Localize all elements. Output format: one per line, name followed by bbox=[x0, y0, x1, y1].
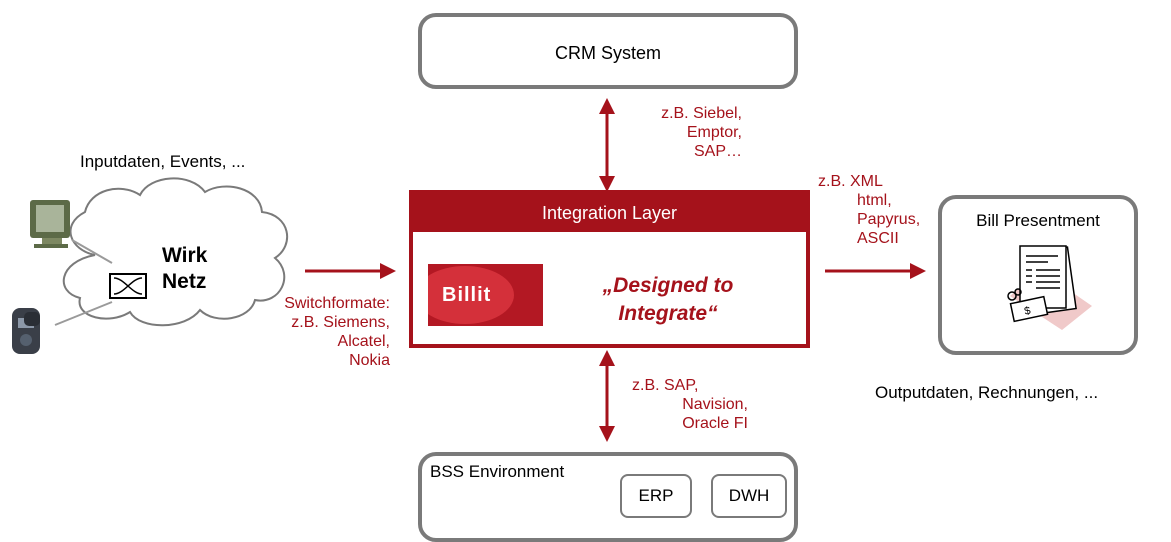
integration-layer-title: Integration Layer bbox=[541, 203, 678, 223]
slogan-line1: „Designed to bbox=[602, 274, 734, 297]
erp-label: ERP bbox=[638, 486, 674, 505]
bill-presentment-box: Bill Presentment bbox=[938, 195, 1138, 355]
diagram-graphics: $ bbox=[12, 98, 1092, 442]
bss-link-line: Oracle FI bbox=[682, 415, 748, 432]
switch-formats-line: Alcatel, bbox=[337, 333, 390, 350]
output-arrow bbox=[825, 263, 926, 279]
dwh-box: DWH bbox=[711, 474, 787, 518]
monitor-link-line bbox=[71, 239, 113, 264]
crm-link-line: SAP… bbox=[693, 143, 742, 160]
bill-document-icon: $ bbox=[1007, 245, 1092, 330]
billit-logo: Billit bbox=[428, 264, 543, 326]
integration-slogan: „Designed to Integrate“ bbox=[573, 272, 763, 328]
switch-formats-line: Nokia bbox=[349, 352, 390, 369]
switch-icon bbox=[109, 273, 147, 299]
crm-link-labels: z.B. Siebel, Emptor, SAP… bbox=[600, 104, 742, 161]
output-formats-line: Papyrus, bbox=[857, 211, 921, 228]
switch-formats-line: Switchformate: bbox=[284, 295, 390, 312]
billit-logo-text: Billit bbox=[442, 284, 492, 306]
phone-link-line bbox=[54, 301, 113, 326]
phone-icon bbox=[12, 308, 40, 354]
integration-layer-header: Integration Layer bbox=[413, 194, 806, 232]
input-caption: Inputdaten, Events, ... bbox=[80, 152, 246, 171]
bss-arrow bbox=[599, 350, 615, 442]
bss-environment-box: BSS Environment ERP DWH bbox=[418, 452, 798, 542]
bss-link-line: z.B. SAP, bbox=[632, 377, 699, 394]
crm-arrow bbox=[599, 98, 615, 192]
bss-link-labels: z.B. SAP, Navision, Oracle FI bbox=[600, 376, 748, 433]
crm-system-title: CRM System bbox=[554, 43, 661, 63]
crm-link-line: Emptor, bbox=[686, 124, 742, 141]
output-caption: Outputdaten, Rechnungen, ... bbox=[875, 383, 1099, 402]
crm-link-line: z.B. Siebel, bbox=[661, 105, 742, 122]
network-label-line2: Netz bbox=[162, 270, 207, 293]
network-label: Wirk Netz bbox=[162, 243, 207, 295]
output-formats-line: z.B. XML bbox=[818, 173, 883, 190]
svg-text:$: $ bbox=[1023, 305, 1031, 318]
output-formats-labels: z.B. XML html, Papyrus, ASCII bbox=[818, 172, 938, 248]
slogan-line2: Integrate“ bbox=[618, 302, 718, 325]
bill-presentment-title: Bill Presentment bbox=[976, 211, 1100, 230]
output-formats-line: html, bbox=[857, 192, 892, 209]
bss-environment-title: BSS Environment bbox=[430, 462, 565, 481]
dwh-label: DWH bbox=[728, 486, 770, 505]
output-formats-line: ASCII bbox=[857, 230, 899, 247]
network-label-line1: Wirk bbox=[162, 244, 208, 267]
input-arrow bbox=[305, 263, 396, 279]
monitor-icon bbox=[30, 200, 70, 248]
bss-link-line: Navision, bbox=[682, 396, 748, 413]
crm-system-box: CRM System bbox=[418, 13, 798, 89]
switch-formats-line: z.B. Siemens, bbox=[291, 314, 390, 331]
integration-layer-box: Integration Layer Billit „Designed to In… bbox=[409, 190, 810, 348]
erp-box: ERP bbox=[620, 474, 692, 518]
switch-formats-labels: Switchformate: z.B. Siemens, Alcatel, No… bbox=[250, 294, 390, 370]
